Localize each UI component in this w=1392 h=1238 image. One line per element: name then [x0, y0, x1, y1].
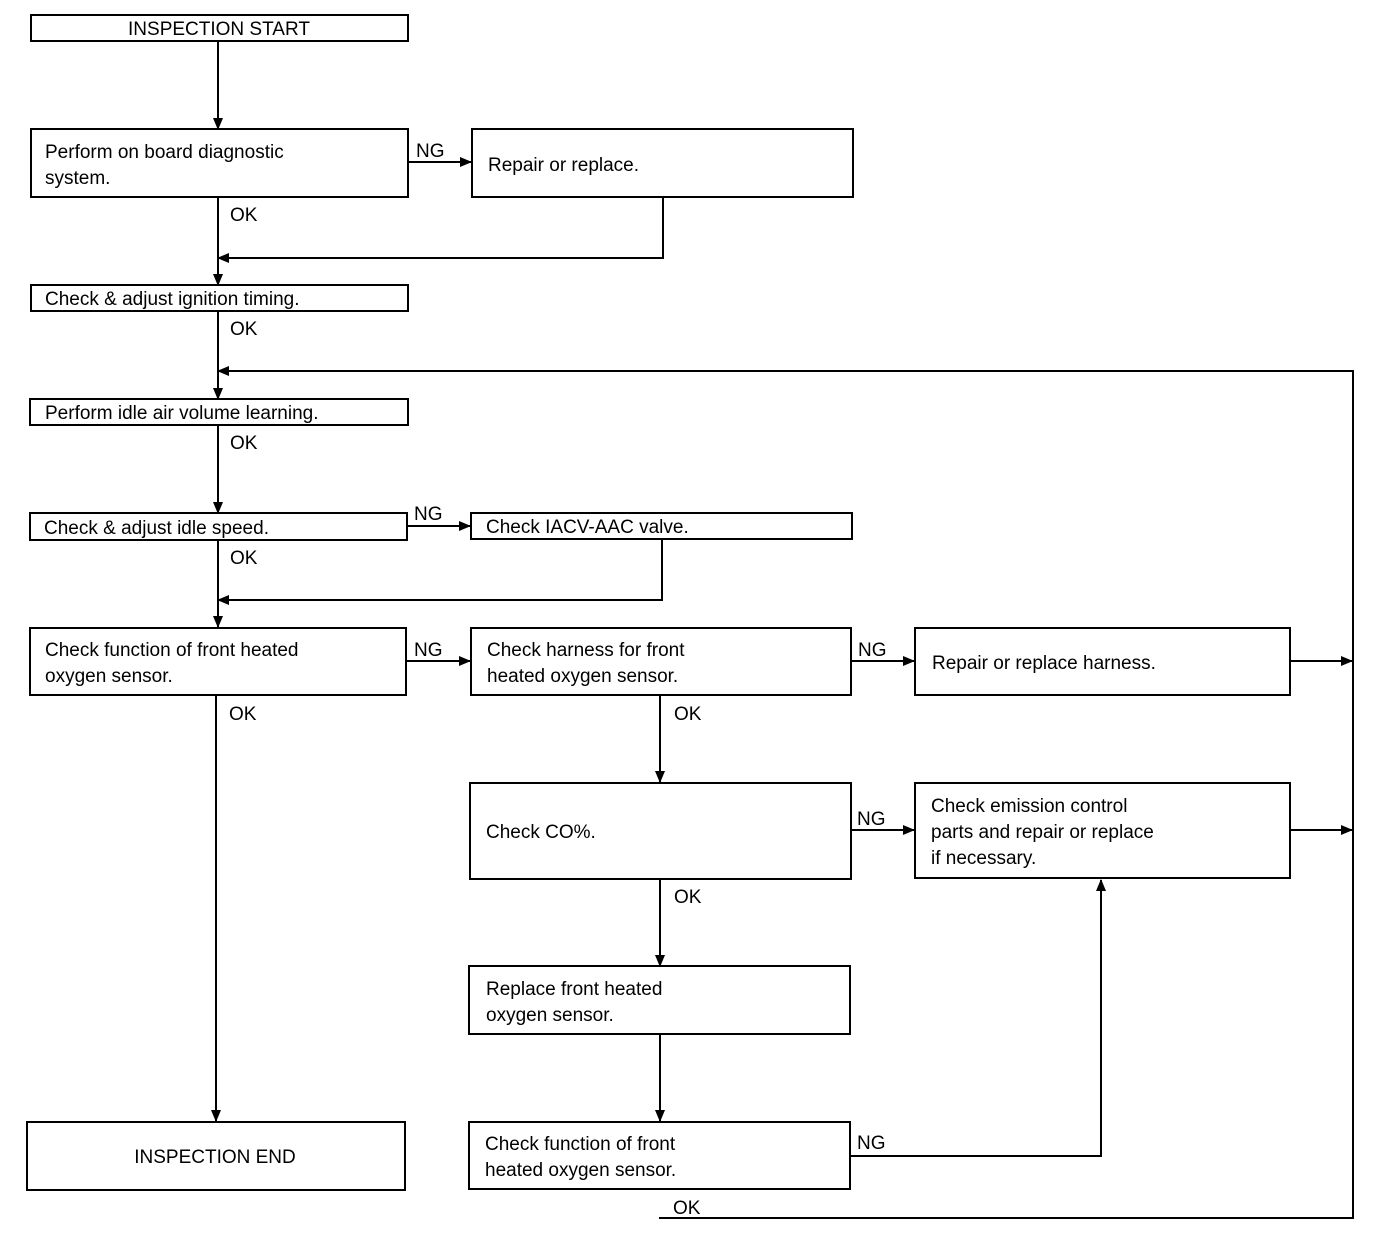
label-ok: OK — [674, 704, 702, 725]
branch-labels: NG OK OK OK NG OK NG NG OK OK NG OK NG O… — [229, 141, 887, 1219]
label-ng: NG — [416, 141, 445, 162]
box-check-front-o2-sensor: Check function of front heated oxygen se… — [29, 627, 407, 696]
box-perform-obd: Perform on board diagnostic system. — [30, 128, 409, 198]
label-ng: NG — [414, 640, 443, 661]
box-text: oxygen sensor. — [486, 1005, 614, 1026]
box-text: Check & adjust idle speed. — [44, 518, 269, 539]
box-check-harness: Check harness for front heated oxygen se… — [470, 627, 852, 696]
box-check-emission-control: Check emission control parts and repair … — [914, 782, 1291, 879]
box-text: INSPECTION END — [134, 1147, 296, 1168]
box-text: Repair or replace harness. — [932, 653, 1156, 674]
box-check-front-o2-sensor-2: Check function of front heated oxygen se… — [468, 1121, 851, 1190]
arrow-o2-2-ng — [850, 879, 1106, 1157]
box-idle-air-volume-learning: Perform idle air volume learning. — [29, 398, 409, 426]
box-text: Perform on board diagnostic — [45, 142, 284, 163]
box-text: Check CO%. — [486, 822, 596, 843]
box-text: Check function of front — [485, 1134, 676, 1155]
label-ng: NG — [414, 504, 443, 525]
box-text: INSPECTION START — [128, 19, 310, 40]
box-inspection-start: INSPECTION START — [30, 14, 409, 42]
box-text: Perform idle air volume learning. — [45, 403, 319, 424]
connectors — [211, 42, 1354, 1219]
box-text: oxygen sensor. — [45, 666, 173, 687]
box-text: Check & adjust ignition timing. — [45, 289, 300, 310]
box-check-ignition-timing: Check & adjust ignition timing. — [30, 284, 409, 312]
box-check-iacv-valve: Check IACV-AAC valve. — [470, 512, 853, 540]
box-text: heated oxygen sensor. — [485, 1160, 676, 1181]
label-ng: NG — [857, 809, 886, 830]
label-ok: OK — [230, 433, 258, 454]
box-text: Repair or replace. — [488, 155, 639, 176]
box-repair-or-replace: Repair or replace. — [471, 128, 854, 198]
label-ok: OK — [673, 1198, 701, 1219]
box-text: heated oxygen sensor. — [487, 666, 678, 687]
label-ok: OK — [230, 319, 258, 340]
label-ok: OK — [674, 887, 702, 908]
box-text: Check emission control — [931, 796, 1127, 817]
box-replace-front-o2: Replace front heated oxygen sensor. — [468, 965, 851, 1035]
arrow-repair-return — [217, 198, 664, 263]
box-text: Check harness for front — [487, 640, 685, 661]
box-text: system. — [45, 168, 110, 189]
box-check-co: Check CO%. — [469, 782, 852, 880]
box-repair-harness: Repair or replace harness. — [914, 627, 1291, 696]
arrow-iacv-return — [217, 540, 663, 605]
box-text: parts and repair or replace — [931, 822, 1154, 843]
label-ng: NG — [857, 1133, 886, 1154]
box-text: Check IACV-AAC valve. — [486, 517, 689, 538]
label-ok: OK — [229, 704, 257, 725]
box-inspection-end: INSPECTION END — [26, 1121, 406, 1191]
label-ng: NG — [858, 640, 887, 661]
box-text: if necessary. — [931, 848, 1036, 869]
label-ok: OK — [230, 548, 258, 569]
box-check-idle-speed: Check & adjust idle speed. — [29, 512, 408, 541]
label-ok: OK — [230, 205, 258, 226]
box-text: Check function of front heated — [45, 640, 299, 661]
box-text: Replace front heated — [486, 979, 662, 1000]
arrow-loop-return — [217, 366, 1354, 1219]
